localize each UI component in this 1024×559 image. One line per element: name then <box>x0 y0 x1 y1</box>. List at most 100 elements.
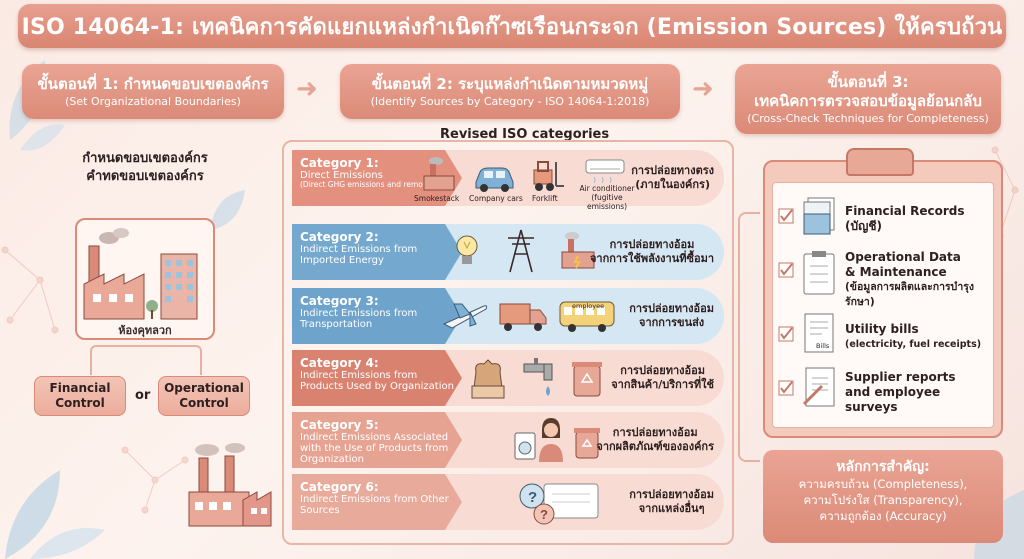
factory-buildings-icon <box>83 228 198 320</box>
step-3-header: ขั้นตอนที่ 3: เทคนิคการตรวจสอบข้อมูลย้อน… <box>735 64 1001 134</box>
network-decoration-bottom <box>121 446 189 514</box>
financial-records-icon <box>803 197 835 235</box>
question-document-icon: ?? <box>519 483 599 525</box>
financial-records-title: Financial Records <box>845 204 965 218</box>
category-1-thai-line1: การปล่อยทางตรง <box>631 164 714 177</box>
financial-control-box: Financial Control <box>34 376 126 416</box>
svg-text:?: ? <box>540 507 548 522</box>
svg-text:?: ? <box>528 489 537 506</box>
person-icon <box>539 418 563 462</box>
step-2-subtitle: (Identify Sources by Category - ISO 1406… <box>370 94 650 108</box>
waste-bin-icon <box>574 428 600 459</box>
operational-data-label: Operational Data & Maintenance (ข้อมูลกา… <box>845 250 990 310</box>
step-3-title-2: เทคนิคการตรวจสอบข้อมูลย้อนกลับ <box>754 91 982 110</box>
financial-records-sub: (บัญชี) <box>845 219 882 233</box>
financial-records-label: Financial Records (บัญชี) <box>845 204 965 234</box>
category-3-thai: การปล่อยทางอ้อม จากการขนส่ง <box>629 288 714 344</box>
category-2-thai-line2: จากการใช้พลังงานที่ซื้อมา <box>589 252 714 265</box>
category-4-thai-line1: การปล่อยทางอ้อม <box>620 364 705 377</box>
step-3-subtitle: (Cross-Check Techniques for Completeness… <box>747 111 989 125</box>
check-icon <box>778 208 794 224</box>
category-6-thai-line2: จากแหล่งอื่นๆ <box>638 502 705 515</box>
category-3-row: Category 3: Indirect Emissions from Tran… <box>292 288 724 344</box>
air-conditioner-caption: Air conditioner (fugitive emissions) <box>579 184 635 211</box>
step-1-title: ขั้นตอนที่ 1: กำหนดขอบเขตองค์กร <box>37 74 269 93</box>
category-1-thai: การปล่อยทางตรง (ภายในองค์กร) <box>631 150 714 206</box>
utility-bill-icon <box>804 313 834 353</box>
page-title: ISO 14064-1: เทคนิคการคัดแยกแหล่งกำเนิดก… <box>21 14 1003 40</box>
operational-control-box: Operational Control <box>158 376 250 416</box>
smokestack-caption: Smokestack <box>414 194 460 203</box>
step-3-title: ขั้นตอนที่ 3: <box>827 72 909 91</box>
or-label: or <box>135 388 151 403</box>
category-3-name: Category 3: <box>300 294 379 308</box>
air-conditioner-icon <box>585 159 625 184</box>
category-5-thai-line2: จากผลิตภัณฑ์ขององค์กร <box>596 440 714 453</box>
principle-completeness: ความครบถ้วน (Completeness), <box>798 477 968 491</box>
step-1-header: ขั้นตอนที่ 1: กำหนดขอบเขตองค์กร (Set Org… <box>22 64 284 119</box>
category-5-name: Category 5: <box>300 418 379 432</box>
category-1-desc: Direct Emissions <box>300 170 383 181</box>
category-2-tag: Category 2: Indirect Emissions from Impo… <box>292 224 462 280</box>
category-6-thai: การปล่อยทางอ้อม จากแหล่งอื่นๆ <box>629 474 714 530</box>
step-2-title: ขั้นตอนที่ 2: ระบุแหล่งกำเนิดตามหมวดหมู่ <box>371 74 649 93</box>
category-5-thai-line1: การปล่อยทางอ้อม <box>612 426 698 439</box>
forklift-caption: Forklift <box>532 194 558 203</box>
survey-report-icon <box>802 367 835 407</box>
category-2-thai: การปล่อยทางอ้อม จากการใช้พลังงานที่ซื้อม… <box>590 224 714 280</box>
category-6-thai-line1: การปล่อยทางอ้อม <box>629 488 714 501</box>
supplier-reports-label: Supplier reports and employee surveys <box>845 370 970 415</box>
category-4-thai-line2: จากสินค้า/บริการที่ใช้ <box>611 378 714 391</box>
category-5-row: Category 5: Indirect Emissions Associate… <box>292 412 724 468</box>
category-4-thai: การปล่อยทางอ้อม จากสินค้า/บริการที่ใช้ <box>611 350 714 406</box>
category-1-name: Category 1: <box>300 156 379 170</box>
water-tap-icon <box>523 358 553 396</box>
arrow-right-icon: ➜ <box>692 74 714 104</box>
supplier-reports-title: Supplier reports and employee surveys <box>845 370 956 414</box>
forklift-icon <box>533 161 564 191</box>
boundary-heading-line1: กำหนดขอบเขตองค์กร <box>82 151 208 166</box>
category-1-extra: (Direct GHG emissions and removals) <box>300 180 441 189</box>
bus-caption: employee <box>572 302 605 310</box>
category-5-tag: Category 5: Indirect Emissions Associate… <box>292 412 462 468</box>
check-icon <box>778 262 794 278</box>
category-6-row: Category 6: Indirect Emissions from Othe… <box>292 474 724 530</box>
key-principles-box: หลักการสำคัญ: ความครบถ้วน (Completeness)… <box>763 450 1003 543</box>
category-5-desc: Indirect Emissions Associated with the U… <box>300 432 449 465</box>
category-4-tag: Category 4: Indirect Emissions from Prod… <box>292 350 462 406</box>
company-car-caption: Company cars <box>469 194 523 203</box>
organization-box <box>75 218 215 340</box>
bus-icon <box>559 301 615 332</box>
operational-data-icon <box>803 251 835 295</box>
title-banner: ISO 14064-1: เทคนิคการคัดแยกแหล่งกำเนิดก… <box>18 4 1006 48</box>
category-4-name: Category 4: <box>300 356 379 370</box>
category-4-row: Category 4: Indirect Emissions from Prod… <box>292 350 724 406</box>
step3-connector <box>738 212 760 462</box>
arrow-right-icon: ➜ <box>296 74 318 104</box>
organization-label: ห้องคุทลวก <box>118 324 172 337</box>
lightbulb-icon <box>456 235 478 264</box>
step-2-header: ขั้นตอนที่ 2: ระบุแหล่งกำเนิดตามหมวดหมู่… <box>340 64 680 119</box>
recycle-bin-icon <box>572 362 602 397</box>
utility-bills-label: Utility bills (electricity, fuel receipt… <box>845 322 981 352</box>
category-3-tag: Category 3: Indirect Emissions from Tran… <box>292 288 462 344</box>
category-1-row: Category 1: Direct Emissions (Direct GHG… <box>292 150 724 211</box>
smokestack-icon <box>423 157 455 191</box>
leaf-decoration-mid-left <box>210 190 245 230</box>
category-6-name: Category 6: <box>300 480 379 494</box>
category-2-name: Category 2: <box>300 230 379 244</box>
financial-control-label: Financial Control <box>49 381 111 410</box>
leaf-decoration-bottom-left <box>5 470 105 559</box>
category-1-thai-line2: (ภายในองค์กร) <box>635 178 710 191</box>
clipboard-clip-icon <box>846 148 914 176</box>
utility-bill-caption: Bills <box>816 342 830 350</box>
power-tower-icon <box>508 229 534 273</box>
categories-frame <box>282 140 734 545</box>
category-6-desc: Indirect Emissions from Other Sources <box>300 494 449 516</box>
goods-bag-icon <box>471 359 505 399</box>
category-5-thai: การปล่อยทางอ้อม จากผลิตภัณฑ์ขององค์กร <box>596 412 714 468</box>
truck-icon <box>499 303 547 331</box>
category-3-thai-line1: การปล่อยทางอ้อม <box>629 302 714 315</box>
airplane-icon <box>442 303 488 329</box>
operational-data-sub: (ข้อมูลการผลิตและการบำรุงรักษา) <box>845 281 974 308</box>
